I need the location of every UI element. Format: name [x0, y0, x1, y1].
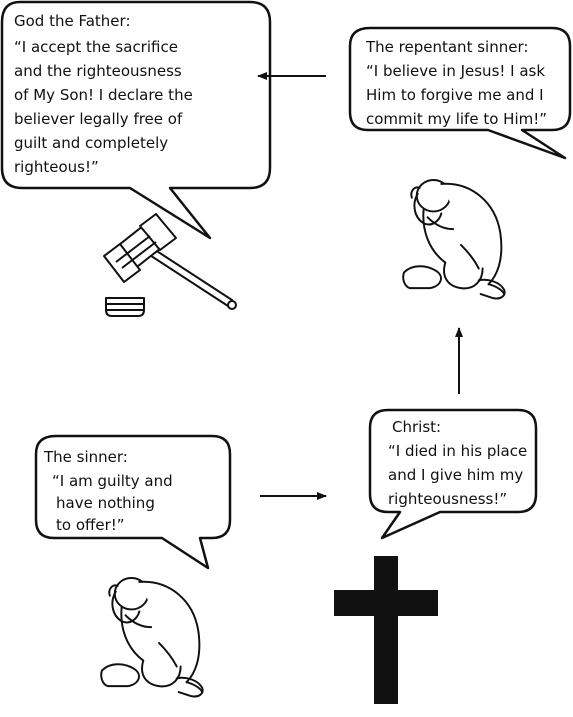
christ-quote-line: righteousness!”: [388, 490, 507, 508]
christ-quote-line: “I died in his place: [388, 442, 527, 460]
father-speech-bubble: God the Father: “I accept the sacrifice …: [0, 0, 272, 240]
sinner-quote-line: “I am guilty and: [52, 472, 173, 490]
father-quote-line: “I accept the sacrifice: [14, 38, 178, 56]
crouching-figure-icon: [402, 178, 506, 300]
cross-icon: [334, 556, 438, 704]
sinner-quote-line: have nothing: [56, 494, 155, 512]
christ-speaker-label: Christ:: [392, 418, 441, 436]
crouching-figure-icon: [100, 576, 204, 698]
repentant-speech-bubble: The repentant sinner: “I believe in Jesu…: [348, 26, 572, 160]
gavel-icon: [103, 213, 237, 317]
sinner-speech-bubble: The sinner: “I am guilty and have nothin…: [34, 434, 232, 570]
father-quote-line: believer legally free of: [14, 110, 183, 128]
sinner-quote-line: to offer!”: [56, 516, 125, 534]
repentant-quote-line: “I believe in Jesus! I ask: [366, 62, 545, 80]
father-quote-line: guilt and completely: [14, 134, 168, 152]
repentant-quote-line: Him to forgive me and I: [366, 86, 544, 104]
father-speaker-label: God the Father:: [14, 12, 131, 30]
father-quote-line: and the righteousness: [14, 62, 182, 80]
christ-speech-bubble: Christ: “I died in his place and I give …: [368, 408, 538, 540]
sinner-speaker-label: The sinner:: [43, 448, 128, 466]
father-quote-line: righteous!”: [14, 158, 99, 176]
christ-quote-line: and I give him my: [388, 466, 523, 484]
repentant-quote-line: commit my life to Him!”: [366, 110, 547, 128]
repentant-speaker-label: The repentant sinner:: [365, 38, 528, 56]
father-quote-line: of My Son! I declare the: [14, 86, 193, 104]
